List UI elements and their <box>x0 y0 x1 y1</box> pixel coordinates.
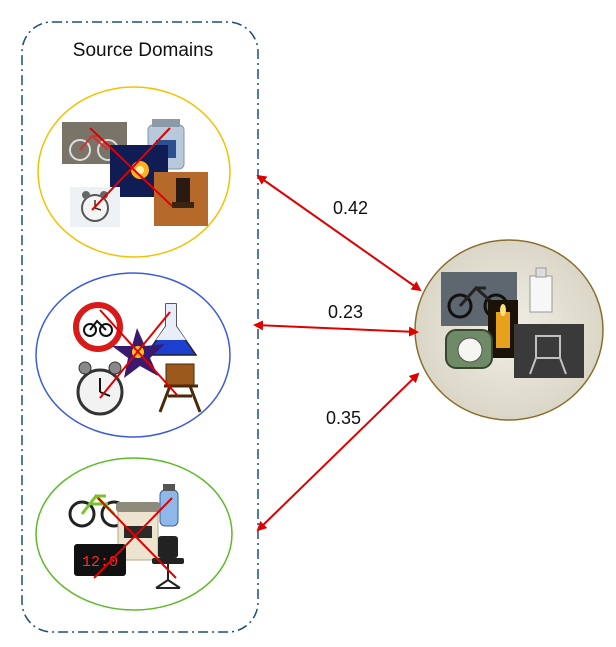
arrows <box>253 174 422 532</box>
bottle-icon <box>529 267 553 313</box>
digital-clock-icon: 12:0 <box>74 544 126 576</box>
water-bottle-icon <box>159 484 179 527</box>
weight-label-1: 0.42 <box>333 198 369 218</box>
cross-mark-icon <box>99 309 179 399</box>
weight-label-2: 0.23 <box>328 302 364 322</box>
bike-sign-icon <box>73 302 123 352</box>
source-domains-box <box>21 21 259 633</box>
arrow-domain-1 <box>256 174 422 292</box>
chair-photo-icon <box>154 172 208 226</box>
chair-photo-icon <box>514 324 584 378</box>
source-domain-1 <box>37 86 231 258</box>
alarm-clock-icon <box>76 361 124 416</box>
source-domain-2 <box>35 272 231 438</box>
arrow-domain-2 <box>253 320 419 337</box>
flask-icon <box>144 303 198 356</box>
weight-label-3: 0.35 <box>326 408 362 428</box>
cross-mark-icon <box>93 497 177 579</box>
target-domain <box>414 239 604 421</box>
alarm-clock-icon <box>445 329 493 369</box>
source-domains-title: Source Domains <box>72 40 214 61</box>
arrow-domain-3 <box>256 372 420 532</box>
folding-chair-icon <box>158 363 202 413</box>
cross-mark-icon <box>89 127 173 211</box>
source-domain-3: 12:0 <box>35 457 233 611</box>
svg-text:12:0: 12:0 <box>82 554 118 571</box>
